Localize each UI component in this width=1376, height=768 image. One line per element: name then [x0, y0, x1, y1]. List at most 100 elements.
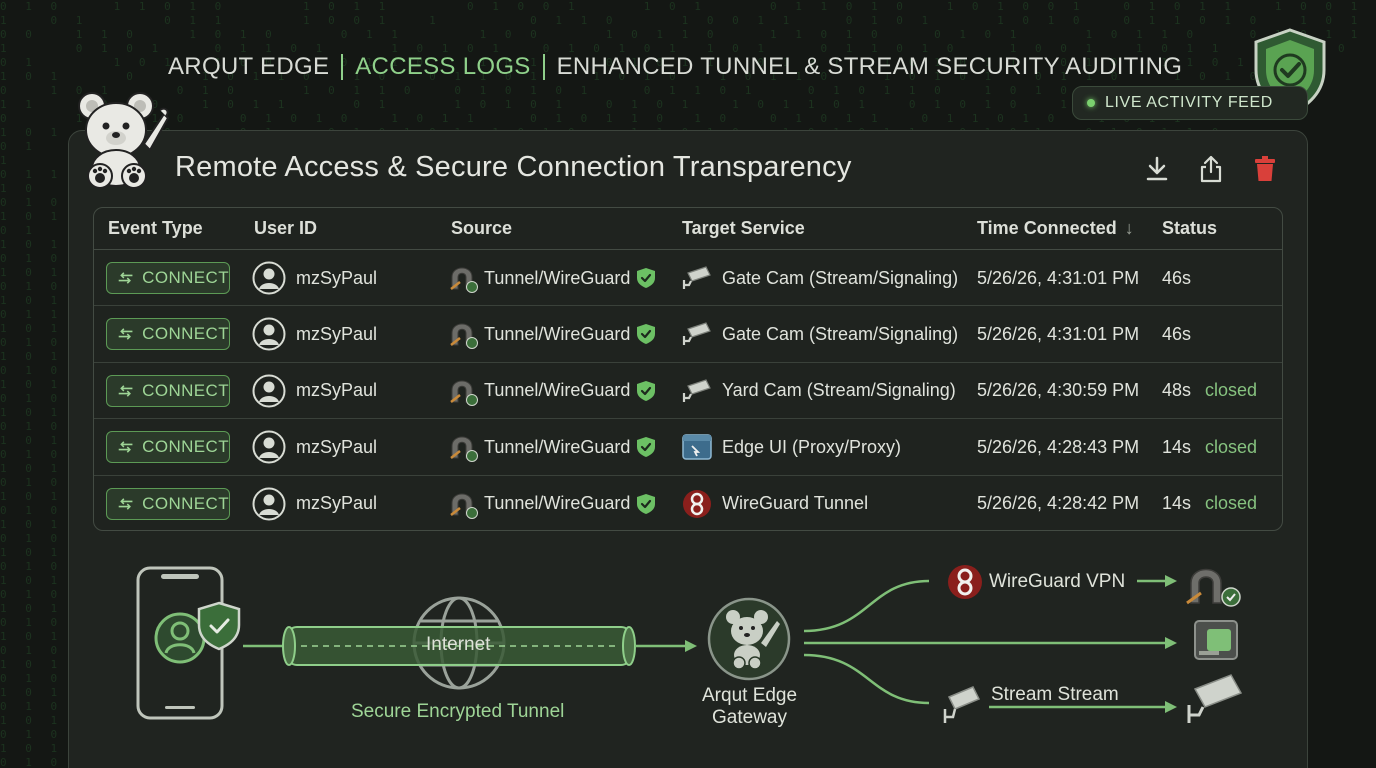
- live-activity-label: LIVE ACTIVITY FEED: [1105, 94, 1273, 111]
- status-badge: closed: [1205, 493, 1258, 514]
- source-name: Tunnel/WireGuard: [484, 267, 631, 288]
- user-avatar-icon: [252, 261, 286, 295]
- target-service-name[interactable]: Gate Cam (Stream/Signaling): [722, 267, 959, 288]
- download-button[interactable]: [1143, 155, 1171, 183]
- target-service-name[interactable]: Yard Cam (Stream/Signaling): [722, 380, 956, 401]
- user-id[interactable]: mzSyPaul: [296, 267, 378, 288]
- access-log-panel: Remote Access & Secure Connection Transp…: [68, 130, 1308, 768]
- tunnel-source-icon: [450, 267, 478, 293]
- event-type-badge[interactable]: CONNECT: [106, 262, 230, 294]
- column-header-user-id[interactable]: User ID: [254, 218, 318, 238]
- time-connected: 5/26/26, 4:28:43 PM: [977, 436, 1140, 457]
- table-row[interactable]: CONNECT mzSyPaul Tunnel/WireGuard Yard Cam …: [94, 363, 1282, 420]
- column-header-source[interactable]: Source: [451, 218, 513, 238]
- panel-actions: [1143, 155, 1279, 183]
- share-icon: [1200, 155, 1222, 183]
- time-connected: 5/26/26, 4:28:42 PM: [977, 493, 1140, 514]
- user-id[interactable]: mzSyPaul: [296, 436, 378, 457]
- access-log-table: Event Type User ID Source Target Service…: [93, 207, 1283, 531]
- panel-title: Remote Access & Secure Connection Transp…: [175, 151, 852, 183]
- source-name: Tunnel/WireGuard: [484, 380, 631, 401]
- source-name: Tunnel/WireGuard: [484, 436, 631, 457]
- event-type-badge[interactable]: CONNECT: [106, 431, 230, 464]
- internet-label: Internet: [426, 634, 491, 655]
- user-avatar-icon: [252, 317, 286, 351]
- event-type-label: CONNECT: [142, 493, 229, 513]
- brand-name: ARQUT EDGE: [168, 53, 330, 80]
- connect-arrows-icon: [118, 441, 133, 453]
- status-badge: closed: [1205, 380, 1258, 401]
- stream-label: Stream Stream: [991, 684, 1119, 705]
- download-icon: [1146, 156, 1168, 181]
- table-row[interactable]: CONNECT mzSyPaul Tunnel/WireGuard WireGuard…: [94, 476, 1282, 530]
- verified-shield-icon: [637, 324, 656, 345]
- verified-shield-icon: [637, 493, 656, 514]
- connection-duration: 14s: [1162, 436, 1192, 457]
- target-service-name[interactable]: WireGuard Tunnel: [722, 493, 869, 514]
- event-type-badge[interactable]: CONNECT: [106, 374, 230, 407]
- verified-shield-icon: [637, 268, 656, 288]
- target-service-name[interactable]: Edge UI (Proxy/Proxy): [722, 436, 902, 457]
- bear-mascot-logo-icon: [78, 92, 170, 189]
- wireguard-vpn-label: WireGuard VPN: [989, 571, 1126, 592]
- tunnel-source-icon: [450, 323, 478, 350]
- user-id[interactable]: mzSyPaul: [296, 323, 378, 344]
- wireguard-logo-icon: [948, 565, 982, 599]
- verified-shield-icon: [637, 380, 656, 401]
- wireguard-logo-icon: [683, 489, 711, 518]
- section-title[interactable]: ACCESS LOGS: [355, 53, 531, 80]
- user-avatar-icon: [252, 487, 286, 521]
- table-header: Event Type User ID Source Target Service…: [94, 208, 1282, 250]
- table-row[interactable]: CONNECT mzSyPaul Tunnel/WireGuard Gate Cam …: [94, 250, 1282, 307]
- tunnel-source-icon: [450, 436, 478, 463]
- user-avatar-icon: [252, 374, 286, 408]
- event-type-label: CONNECT: [142, 324, 229, 344]
- user-avatar-icon: [252, 430, 286, 464]
- secure-tunnel-label: Secure Encrypted Tunnel: [351, 701, 565, 722]
- stream-camera-small-icon: [943, 686, 981, 723]
- time-connected: 5/26/26, 4:30:59 PM: [977, 380, 1140, 401]
- target-service-name[interactable]: Gate Cam (Stream/Signaling): [722, 323, 959, 344]
- header-subtitle: ENHANCED TUNNEL & STREAM SECURITY AUDITI…: [556, 53, 1183, 80]
- column-header-status[interactable]: Status: [1162, 218, 1218, 238]
- event-type-badge[interactable]: CONNECT: [106, 487, 230, 520]
- column-header-event-type[interactable]: Event Type: [108, 218, 203, 238]
- connection-duration: 46s: [1162, 267, 1192, 288]
- camera-icon: [682, 379, 711, 402]
- sort-descending-icon: ↓: [1124, 218, 1134, 238]
- user-id[interactable]: mzSyPaul: [296, 493, 378, 514]
- connection-duration: 46s: [1162, 323, 1192, 344]
- live-activity-feed-toggle[interactable]: LIVE ACTIVITY FEED: [1072, 86, 1308, 120]
- stream-camera-large-icon: [1187, 674, 1243, 723]
- time-connected: 5/26/26, 4:31:01 PM: [977, 323, 1140, 344]
- live-indicator-dot: [1087, 99, 1095, 107]
- time-connected-label: Time Connected: [977, 218, 1117, 238]
- status-badge: closed: [1205, 436, 1258, 457]
- connect-arrows-icon: [118, 272, 133, 284]
- header-divider: [341, 54, 344, 80]
- share-button[interactable]: [1197, 155, 1225, 183]
- trash-icon: [1255, 156, 1275, 181]
- source-name: Tunnel/WireGuard: [484, 493, 631, 514]
- event-type-label: CONNECT: [142, 268, 229, 287]
- edge-ui-device-icon: [1194, 620, 1238, 660]
- connect-arrows-icon: [118, 497, 133, 510]
- phone-device-icon: [136, 566, 241, 720]
- browser-window-icon: [682, 434, 712, 460]
- verified-shield-icon: [637, 437, 656, 458]
- user-id[interactable]: mzSyPaul: [296, 380, 378, 401]
- gateway-label-line-2: Gateway: [712, 707, 787, 728]
- column-header-time-connected[interactable]: Time Connected ↓: [977, 218, 1134, 239]
- table-row[interactable]: CONNECT mzSyPaul Tunnel/WireGuard Gate Cam …: [94, 306, 1282, 363]
- connection-duration: 48s: [1162, 380, 1192, 401]
- connection-duration: 14s: [1162, 493, 1192, 514]
- source-name: Tunnel/WireGuard: [484, 323, 631, 344]
- event-type-badge[interactable]: CONNECT: [106, 318, 230, 351]
- tunnel-arch-icon: [1186, 568, 1241, 607]
- table-row[interactable]: CONNECT mzSyPaul Tunnel/WireGuard Edge UI (…: [94, 419, 1282, 476]
- column-header-target-service[interactable]: Target Service: [682, 218, 805, 238]
- event-type-label: CONNECT: [142, 380, 229, 400]
- delete-button[interactable]: [1251, 155, 1279, 183]
- connect-arrows-icon: [118, 385, 133, 397]
